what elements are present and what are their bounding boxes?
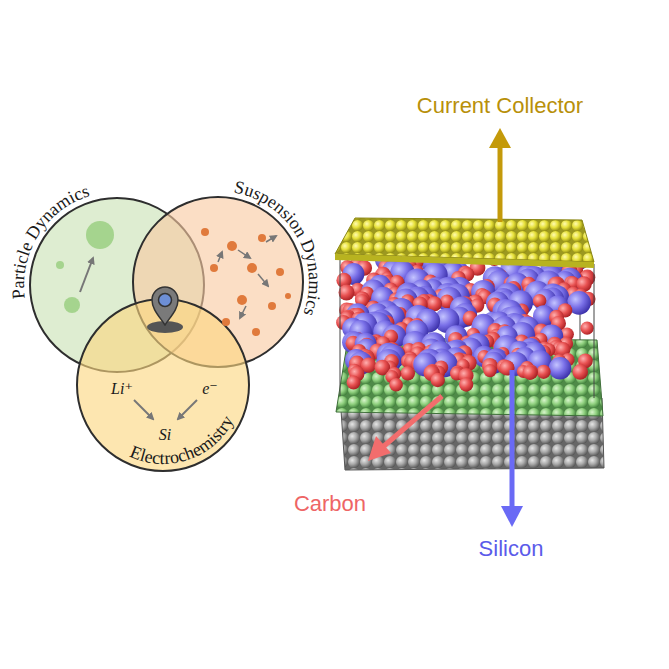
carbon-sphere	[431, 373, 445, 387]
particle-dot	[56, 261, 64, 269]
carbon-arrow-line	[384, 396, 442, 446]
carbon-sphere	[523, 365, 538, 380]
box-wireframe-front	[340, 258, 594, 398]
carbon-sphere	[339, 285, 355, 301]
suspension-dot	[268, 302, 276, 310]
particle-dynamics-circle: Particle Dynamics	[29, 197, 205, 373]
particle-icons	[56, 221, 114, 313]
silicon-arrow-line	[510, 370, 515, 508]
electrochem-arrows	[134, 400, 197, 419]
suspension-dot	[210, 264, 218, 272]
suspension-arrow	[240, 306, 246, 318]
silicon-sphere	[549, 357, 572, 380]
silicon-arrow-head	[501, 506, 523, 527]
suspension-dots	[201, 228, 291, 336]
electron-label: e⁻	[202, 380, 218, 397]
wire-edge	[594, 264, 595, 398]
arc-text: Electrochemistry	[127, 412, 237, 468]
circle-title: Particle Dynamics	[8, 181, 92, 300]
carbon-sphere	[581, 322, 594, 335]
circle-text-layer: Electrochemistry Li⁺ e⁻ Si	[76, 298, 250, 472]
suspension-dot	[276, 268, 284, 276]
collector-arrow-line	[498, 146, 503, 222]
lithium-ion-label: Li⁺	[110, 380, 133, 397]
suspension-dot	[227, 241, 237, 251]
carbon-sphere	[483, 364, 496, 377]
particle-small	[64, 297, 80, 313]
li-arrow	[134, 400, 153, 419]
venn-circle	[77, 299, 249, 471]
suspension-dot	[247, 263, 257, 273]
circle-text-layer: Particle Dynamics	[29, 197, 205, 373]
suspension-dot	[258, 234, 266, 242]
suspension-arrow	[238, 250, 250, 258]
silicon-label: Si	[159, 426, 171, 443]
wire-edge	[340, 258, 341, 396]
e-arrow	[178, 400, 197, 419]
suspension-dot	[237, 295, 247, 305]
carbon-label: Carbon	[294, 491, 366, 516]
circle-title: Suspension Dynamics	[232, 177, 325, 319]
carbon-sphere	[347, 376, 361, 390]
suspension-arrow	[218, 252, 222, 262]
circle-text-layer: Suspension Dynamics	[132, 196, 304, 368]
arc-text: Particle Dynamics	[8, 181, 92, 300]
pin-dot	[159, 294, 172, 307]
collector-arrow-head	[489, 128, 511, 148]
electrochemistry-circle: Electrochemistry Li⁺ e⁻ Si	[76, 298, 250, 472]
location-pin	[147, 287, 183, 333]
silicon-label: Silicon	[479, 536, 544, 561]
suspension-dot	[285, 293, 291, 299]
particle-large	[86, 221, 114, 249]
current-collector-label: Current Collector	[417, 93, 583, 118]
carbon-sphere	[459, 378, 473, 392]
carbon-arrow-head	[368, 436, 391, 461]
carbon-sphere	[572, 364, 588, 380]
suspension-dynamics-circle: Suspension Dynamics	[132, 196, 304, 368]
circle-title: Electrochemistry	[127, 412, 237, 468]
suspension-arrow	[266, 236, 276, 242]
suspension-arrow	[258, 274, 268, 286]
suspension-arrows	[218, 236, 276, 318]
particle-arrow	[80, 258, 93, 292]
suspension-dot	[201, 228, 209, 236]
suspension-dot	[252, 328, 260, 336]
carbon-sphere	[523, 364, 538, 379]
pin-body	[152, 287, 178, 325]
green-substrate-layer	[336, 338, 603, 416]
current-collector-edge	[335, 254, 594, 268]
carbon-sphere	[537, 365, 551, 379]
carbon-sphere	[401, 366, 415, 380]
arc-text: Suspension Dynamics	[232, 177, 325, 319]
suspension-dot	[222, 318, 230, 326]
carbon-sphere	[389, 378, 403, 392]
